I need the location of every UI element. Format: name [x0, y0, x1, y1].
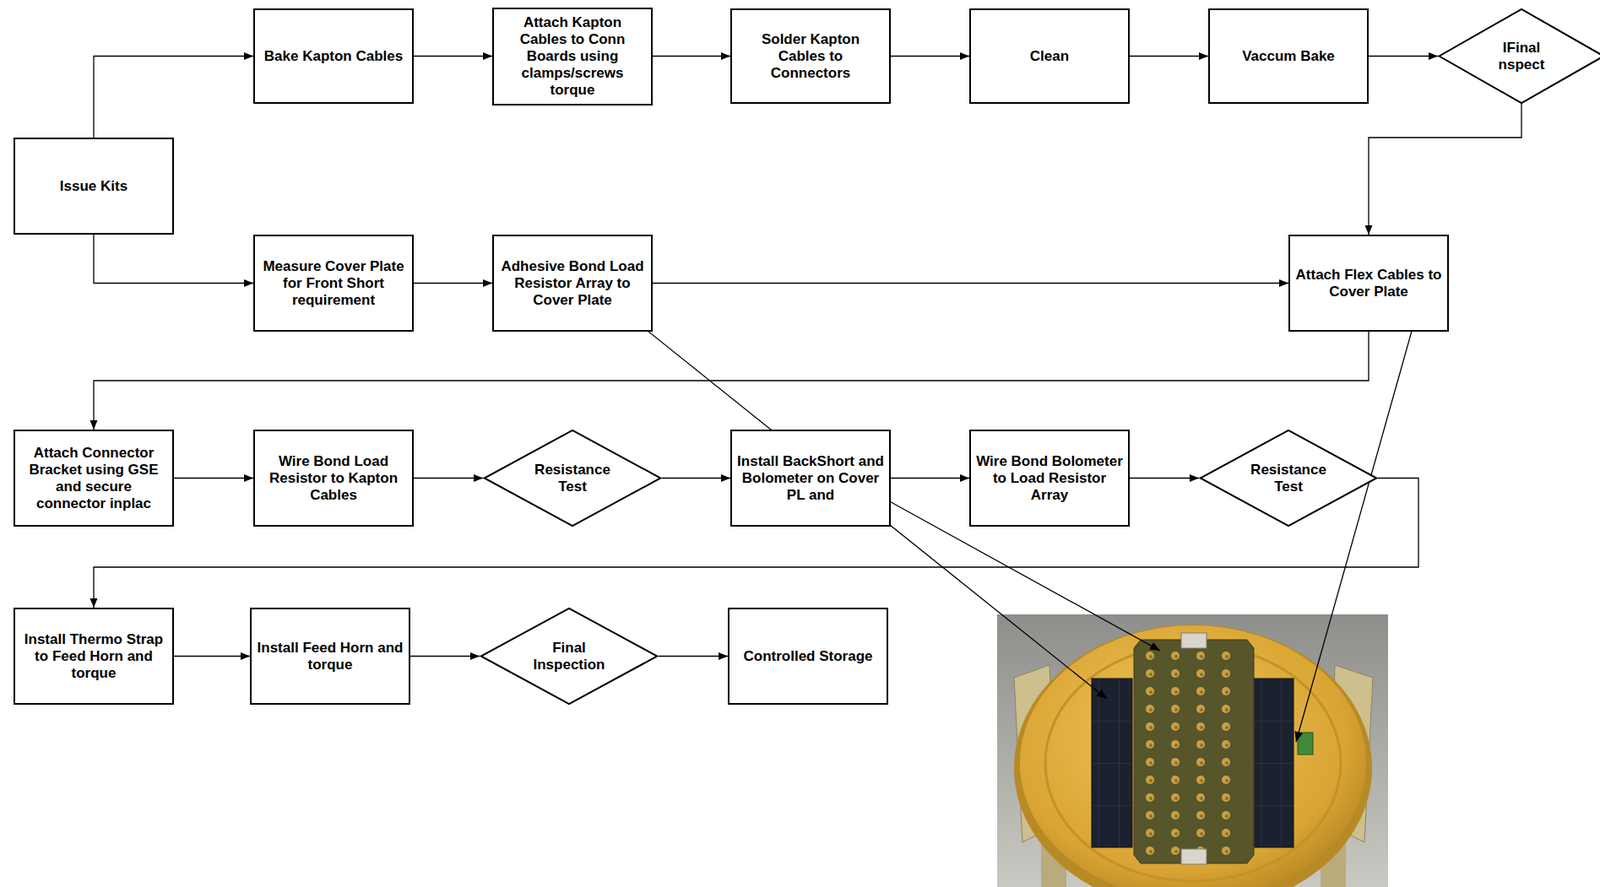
- process-box: Adhesive Bond Load Resistor Array to Cov…: [492, 234, 653, 332]
- step-label: Install Thermo Strap to Feed Horn and to…: [20, 631, 168, 683]
- process-box: Install Feed Horn and torque: [249, 607, 411, 706]
- step-label: Attach Flex Cables to Cover Plate: [1295, 266, 1443, 301]
- leader-line: [1296, 313, 1417, 743]
- process-box: Solder Kapton Cables to Connectors: [730, 8, 891, 104]
- flow-arrow: [93, 331, 1369, 430]
- flow-arrow: [1368, 103, 1522, 235]
- process-box: Install Thermo Strap to Feed Horn and to…: [13, 607, 174, 706]
- flow-arrow: [658, 656, 728, 657]
- step-label: Issue Kits: [59, 178, 128, 196]
- diamond-shape: [481, 608, 658, 705]
- resistor-pads: [1140, 646, 1248, 858]
- flow-arrow: [652, 55, 731, 57]
- flow-arrow: [890, 55, 970, 57]
- step-label: Wire Bond Load Resistor to Kapton Cables: [260, 453, 407, 505]
- step-label: Wire Bond Bolometer to Load Resistor Arr…: [976, 453, 1123, 505]
- flow-arrow: [410, 656, 480, 657]
- step-label: Measure Cover Plate for Front Short requ…: [260, 258, 407, 310]
- process-box: Attach Connector Bracket using GSE and s…: [13, 429, 174, 527]
- process-box: Controlled Storage: [727, 607, 889, 706]
- flow-arrow: [413, 477, 483, 479]
- flow-arrow: [652, 282, 1289, 284]
- step-label: Bake Kapton Cables: [264, 48, 403, 66]
- decision-diamond: Final Inspection: [479, 607, 659, 706]
- step-label: Attach Kapton Cables to Conn Boards usin…: [498, 14, 646, 99]
- step-label: Install BackShort and Bolometer on Cover…: [737, 453, 885, 505]
- process-box: Attach Flex Cables to Cover Plate: [1288, 234, 1449, 332]
- process-box: Install BackShort and Bolometer on Cover…: [730, 429, 891, 527]
- flow-arrow: [1129, 55, 1209, 57]
- decision-diamond: IFinal nspect: [1437, 8, 1600, 104]
- process-box: Wire Bond Load Resistor to Kapton Cables: [253, 429, 414, 527]
- step-label: Attach Connector Bracket using GSE and s…: [20, 444, 168, 513]
- process-box: Measure Cover Plate for Front Short requ…: [253, 234, 414, 332]
- flow-arrow: [93, 56, 254, 139]
- decision-diamond: Resistance Test: [482, 429, 662, 527]
- cover-plate: [1019, 625, 1367, 887]
- flex-connector: [1297, 732, 1313, 755]
- bolometer-strip: [1091, 678, 1133, 848]
- decision-label: IFinal nspect: [1482, 39, 1561, 74]
- step-label: Install Feed Horn and torque: [256, 640, 404, 674]
- step-label: Solder Kapton Cables to Connectors: [737, 31, 885, 82]
- process-box: Issue Kits: [13, 137, 174, 235]
- step-label: Adhesive Bond Load Resistor Array to Cov…: [498, 258, 646, 310]
- diamond-shape: [1439, 9, 1600, 104]
- decision-label: Resistance Test: [531, 461, 615, 496]
- clamp-tab: [1181, 633, 1207, 649]
- step-label: Vaccum Bake: [1242, 48, 1335, 66]
- flow-arrow: [1368, 55, 1438, 57]
- step-label: Controlled Storage: [743, 648, 873, 666]
- detector-photo: [997, 614, 1389, 887]
- plate-ring: [1045, 645, 1341, 882]
- flow-arrow: [93, 234, 254, 284]
- diamond-shape: [484, 430, 662, 527]
- decision-diamond: Resistance Test: [1198, 429, 1378, 527]
- flow-arrow: [890, 477, 970, 479]
- flow-arrow: [173, 477, 254, 479]
- bolometer-strip: [1252, 678, 1294, 848]
- step-label: Clean: [1030, 48, 1069, 66]
- flow-arrow: [413, 282, 493, 284]
- flow-arrow: [173, 656, 250, 657]
- process-box: Vaccum Bake: [1208, 8, 1369, 104]
- process-box: Wire Bond Bolometer to Load Resistor Arr…: [969, 429, 1130, 527]
- flow-arrow: [661, 477, 731, 479]
- flow-arrow: [1129, 477, 1199, 479]
- decision-label: Final Inspection: [527, 640, 612, 674]
- clamp-tab: [1181, 849, 1207, 865]
- process-box: Clean: [969, 8, 1130, 104]
- decision-label: Resistance Test: [1247, 461, 1331, 496]
- process-box: Attach Kapton Cables to Conn Boards usin…: [492, 7, 653, 106]
- load-resistor-board: [1133, 640, 1254, 864]
- process-box: Bake Kapton Cables: [253, 8, 414, 104]
- flow-arrow: [413, 55, 493, 57]
- diamond-shape: [1200, 430, 1378, 527]
